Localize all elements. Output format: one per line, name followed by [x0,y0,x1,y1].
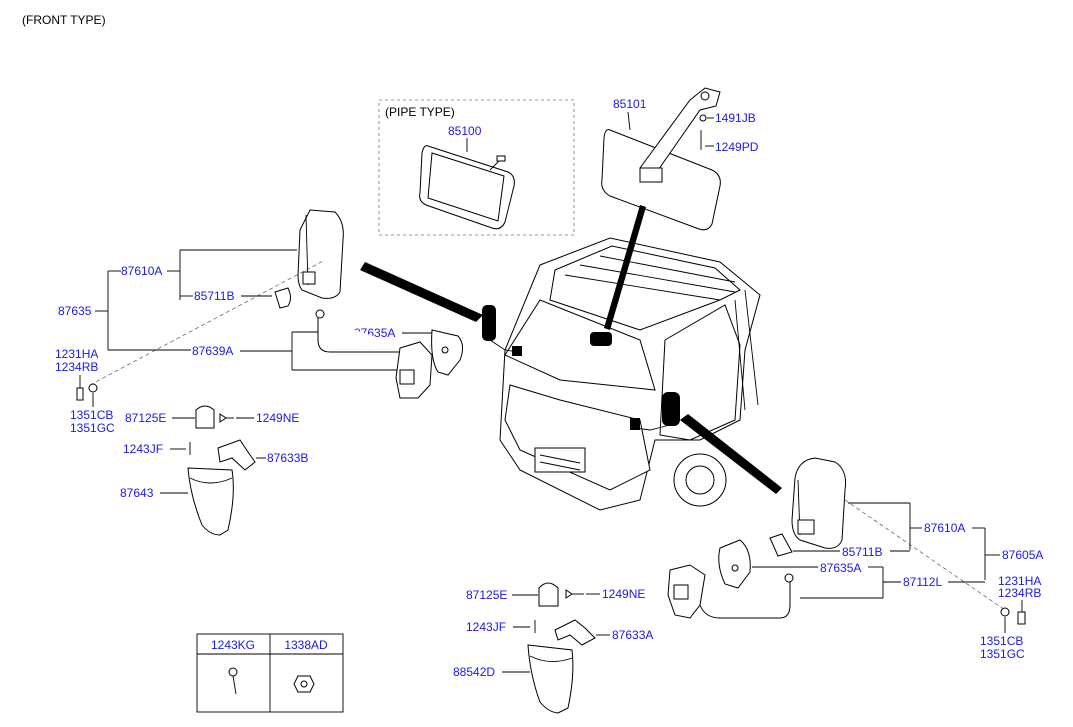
label-85711B-left[interactable]: 85711B [194,289,234,303]
label-1231HA-left[interactable]: 1231HA [55,347,98,361]
pipe-type-inset: (PIPE TYPE) 85100 [378,99,575,236]
label-88542D[interactable]: 88542D [453,665,495,679]
label-87610A-right[interactable]: 87610A [924,521,965,535]
truck-inner-mirror [590,332,612,346]
right-mirror-assembly: 87610A 85711B 87605A 87635A 87112L 1231H… [453,457,1043,714]
label-1249NE-right[interactable]: 1249NE [602,587,645,601]
pipe-type-inside-mirror [419,145,515,230]
label-85100[interactable]: 85100 [448,124,482,138]
label-1351CB-right[interactable]: 1351CB [980,634,1023,648]
label-1249NE-left[interactable]: 1249NE [256,411,299,425]
label-1351GC-right[interactable]: 1351GC [980,647,1025,661]
label-87643[interactable]: 87643 [120,486,154,500]
nut-icon [293,675,315,693]
label-87635A-right[interactable]: 87635A [820,561,861,575]
pointer-right-mirror [680,414,782,494]
inner-rear-view-mirror: 85101 1491JB 1249PD [601,87,759,231]
label-1249PD[interactable]: 1249PD [715,140,759,154]
label-87639A[interactable]: 87639A [192,344,233,358]
legend-col-1338AD: 1338AD [284,638,328,652]
label-1243JF-right[interactable]: 1243JF [466,620,506,634]
screw-icon [228,667,238,695]
label-1351GC-left[interactable]: 1351GC [70,421,115,435]
label-87125E-right[interactable]: 87125E [466,588,507,602]
legend-col-1243KG: 1243KG [211,638,255,652]
label-1231HA-right[interactable]: 1231HA [998,574,1041,588]
label-87610A-left[interactable]: 87610A [121,264,162,278]
label-87112L[interactable]: 87112L [903,575,942,589]
label-1234RB-right[interactable]: 1234RB [998,586,1041,600]
truck-left-mirror [482,305,496,341]
label-85711B-right[interactable]: 85711B [842,545,882,559]
label-85101[interactable]: 85101 [613,97,647,111]
label-87605A[interactable]: 87605A [1002,548,1043,562]
label-87635[interactable]: 87635 [58,304,92,318]
truck-right-mirror [662,392,680,426]
truck-cab [499,237,761,511]
pointer-left-mirror [360,262,483,322]
label-87125E-left[interactable]: 87125E [125,411,166,425]
label-87633B[interactable]: 87633B [267,451,308,465]
label-1243JF-left[interactable]: 1243JF [123,442,163,456]
fastener-legend-table: 1243KG 1338AD [196,633,344,713]
pointer-inner-mirror [604,205,646,330]
inset-title: (PIPE TYPE) [385,105,455,119]
label-1491JB[interactable]: 1491JB [715,111,756,125]
label-87633A[interactable]: 87633A [612,628,653,642]
label-1234RB-left[interactable]: 1234RB [55,360,98,374]
diagram-title: (FRONT TYPE) [22,13,106,27]
left-mirror-assembly: 87610A 85711B 87635 87639A 87635A 1231HA… [55,209,464,536]
label-1351CB-left[interactable]: 1351CB [70,408,113,422]
